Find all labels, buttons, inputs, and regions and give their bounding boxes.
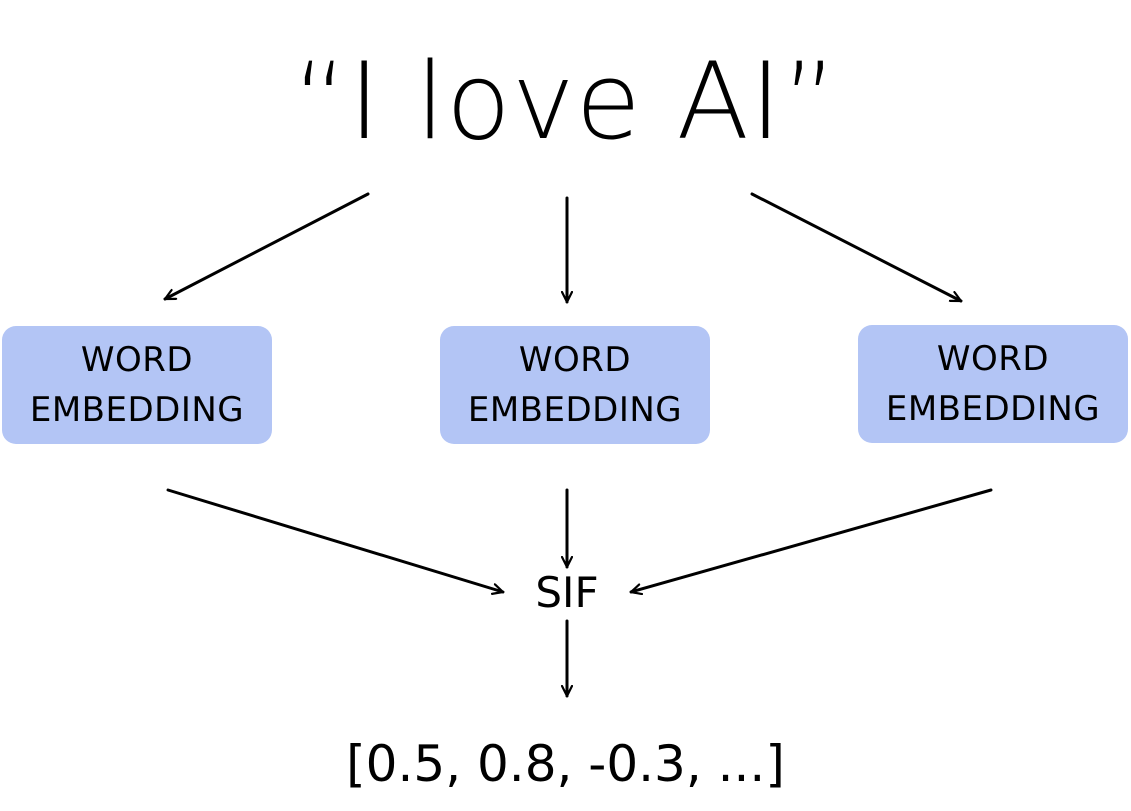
output-vector: [0.5, 0.8, -0.3, ...] xyxy=(346,735,785,793)
word-embedding-box-3: WORD EMBEDDING xyxy=(858,325,1128,443)
word-embedding-box-2: WORD EMBEDDING xyxy=(440,326,710,444)
word-embedding-box-1-line2: EMBEDDING xyxy=(29,390,245,430)
arrow-sentence-to-box-1 xyxy=(163,192,370,301)
word-embedding-box-1-line1: WORD xyxy=(80,340,194,380)
arrow-sentence-to-box-3 xyxy=(750,192,963,303)
word-embedding-box-3-line2: EMBEDDING xyxy=(885,389,1101,429)
arrow-box-3-to-sif xyxy=(629,488,993,592)
arrow-box-1-to-sif xyxy=(166,488,505,592)
word-embedding-box-1: WORD EMBEDDING xyxy=(2,326,272,444)
word-embedding-box-2-line2: EMBEDDING xyxy=(467,390,683,430)
word-embedding-box-2-line1: WORD xyxy=(518,340,632,380)
input-sentence: “I love AI” xyxy=(292,40,839,163)
sif-label: SIF xyxy=(535,568,599,617)
word-embedding-box-3-line1: WORD xyxy=(936,339,1050,379)
